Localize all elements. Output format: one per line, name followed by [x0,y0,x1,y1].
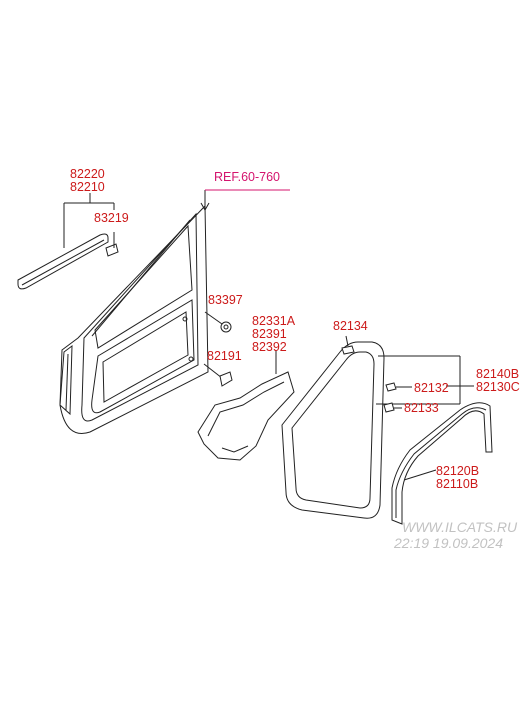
clip-82132 [385,382,412,392]
door-frame [59,190,210,434]
plug-82191 [203,363,233,387]
bracket-82210 [63,193,115,248]
label-83219: 83219 [94,211,129,225]
label-82132: 82132 [414,381,449,395]
label-82140B: 82140B [476,367,519,381]
sealing-cover [197,350,295,461]
label-82134: 82134 [333,319,368,333]
watermark-datetime: 22:19 19.09.2024 [393,535,503,551]
label-82110B: 82110B [436,477,478,491]
weatherstrip-clip [341,345,355,355]
part-labels: 82220 82210 83219 REF.60-760 83397 82191… [70,167,520,491]
label-82133: 82133 [404,401,439,415]
label-82130C: 82130C [476,380,520,394]
label-82191: 82191 [207,349,242,363]
watermark: WWW.ILCATS.RU 22:19 19.09.2024 [393,519,518,551]
label-ref-60-760: REF.60-760 [214,170,280,184]
label-82391: 82391 [252,327,287,341]
grommet-83397 [204,311,232,333]
label-83397: 83397 [208,293,243,307]
door-weatherstrip [281,335,385,519]
label-82331A: 82331A [252,314,296,328]
label-82392: 82392 [252,340,287,354]
watermark-site: WWW.ILCATS.RU [402,519,518,535]
label-82120B: 82120B [436,464,479,478]
clip-82133 [383,402,402,413]
bracket-82130C [376,355,474,405]
label-82210: 82210 [70,180,105,194]
label-82220: 82220 [70,167,105,181]
body-weatherstrip [391,402,493,525]
belt-moulding [17,233,119,290]
moulding-clip [105,243,119,257]
